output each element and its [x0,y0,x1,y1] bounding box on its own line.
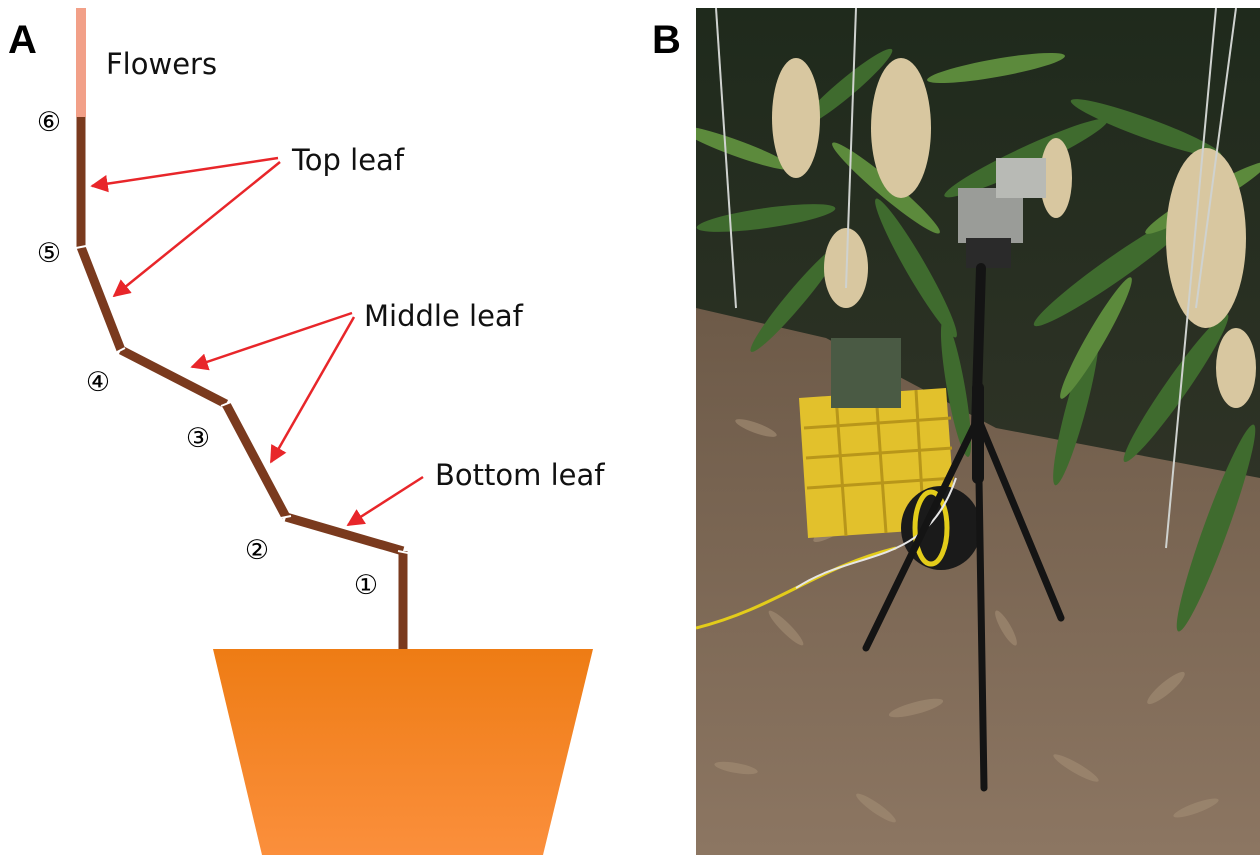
arrow-top-leaf-2 [112,161,281,298]
stem-segment-5 [76,245,126,352]
stem [76,117,408,649]
label-bottom-leaf: Bottom leaf [435,458,605,492]
stem-node-ticks [75,245,409,554]
annotation-arrows [90,156,424,527]
equipment-box [831,338,901,408]
field-photo [696,8,1260,855]
arrow-middle-leaf-1 [190,311,353,371]
stem-segment-4 [118,345,229,409]
node-label-1: ① [354,570,378,601]
label-middle-leaf: Middle leaf [364,299,524,333]
support-strings [715,8,1237,549]
cable-reel [901,486,981,570]
flower-segment [76,8,86,117]
arrow-bottom-leaf [346,475,424,527]
mango-leaves [696,48,1256,632]
camera-sensor [958,158,1046,268]
node-label-4: ④ [86,367,110,398]
tripod [862,263,1065,792]
label-flowers: Flowers [106,47,217,81]
white-cable [795,477,957,589]
dry-leaves [714,419,1219,823]
node-label-6: ⑥ [37,107,61,138]
stem-segment-2 [284,512,405,556]
stem-segment-3 [222,401,290,520]
panel-letter-a: A [8,18,37,62]
node-label-5: ⑤ [37,238,61,269]
cable-reel-coil [912,489,950,567]
plant-diagram: ⑥ ⑤ ④ ③ ② ① Flowers Top leaf Middle leaf… [37,8,605,855]
panel-letter-b: B [652,18,681,62]
node-label-3: ③ [186,423,210,454]
arrow-middle-leaf-2 [269,316,356,464]
label-top-leaf: Top leaf [291,143,405,177]
flower-pot [213,649,593,855]
node-label-2: ② [245,535,269,566]
photo-illustration [696,8,1260,855]
arrow-top-leaf-1 [90,156,279,193]
